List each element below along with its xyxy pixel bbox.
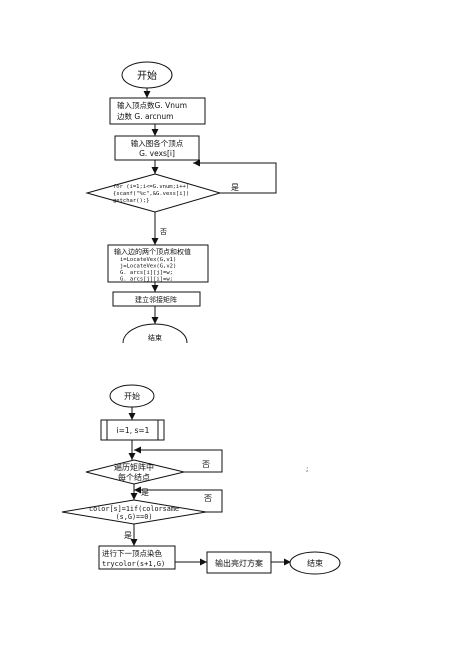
input-edges-line-5: G. arcs[j][i]=w; xyxy=(120,277,173,283)
no-label-2: 否 xyxy=(202,460,210,469)
build-matrix-process: 建立邻接矩阵 xyxy=(112,291,201,307)
loop-code-line-2: {scanf("%c",&G.vexs[i]) xyxy=(113,191,189,197)
yes-label-3: 是 xyxy=(124,531,132,540)
init-process: i=1, s=1 xyxy=(100,419,165,441)
input-edges-line-3: j=LocateVex(G,v2) xyxy=(120,264,176,270)
no-label-1: 否 xyxy=(160,228,167,236)
input-counts-line-2: 边数 G. arcnum xyxy=(117,111,173,121)
traverse-line-2: 每个结点 xyxy=(118,472,150,482)
input-counts-line-1: 输入顶点数G. Vnum xyxy=(117,100,187,110)
loop-decision: for (i=1;i<=G.vnum;i++) {scanf("%c",&G.v… xyxy=(85,173,222,213)
end-terminal-2: 结束 xyxy=(289,551,341,575)
start-label-1: 开始 xyxy=(137,69,157,82)
loop-code-line-3: getchar();} xyxy=(113,198,149,204)
next-vertex-line-2: trycolor(s+1,G) xyxy=(102,560,165,568)
yes-label-1: 是 xyxy=(231,183,239,192)
flowchart-2: 开始 i=1, s=1 遍历矩阵中 每个结点 否 是 color[s]=1if(… xyxy=(61,384,341,575)
loop-back-arrow xyxy=(193,159,277,194)
start-terminal-1: 开始 xyxy=(121,61,173,89)
input-edges-process: 输入边的两个顶点和权值 i=LocateVex(G,v1) j=LocateVe… xyxy=(107,244,209,283)
start-label-2: 开始 xyxy=(124,391,140,401)
next-vertex-line-1: 进行下一顶点染色 xyxy=(102,548,162,558)
stray-mark: ; xyxy=(306,465,308,473)
input-counts-process: 输入顶点数G. Vnum 边数 G. arcnum xyxy=(109,97,206,125)
check-line-2: (s,G)==0) xyxy=(116,513,153,521)
input-vertices-line-1: 输入图各个顶点 xyxy=(131,138,184,148)
traverse-loop-arrow xyxy=(134,446,223,473)
output-scheme-label: 输出亮灯方案 xyxy=(215,558,263,568)
end-label-2: 结束 xyxy=(307,558,323,568)
start-terminal-2: 开始 xyxy=(109,384,155,408)
color-check-decision: color[s]=1if(colorsame (s,G)==0) xyxy=(61,499,207,525)
yes-label-2: 是 xyxy=(141,488,149,497)
input-vertices-process: 输入图各个顶点 G. vexs[i] xyxy=(114,135,200,161)
output-scheme-process: 输出亮灯方案 xyxy=(206,551,272,574)
no-label-3: 否 xyxy=(204,494,212,503)
check-loop-arrow xyxy=(134,486,223,513)
build-matrix-label: 建立邻接矩阵 xyxy=(135,295,177,304)
input-vertices-line-2: G. vexs[i] xyxy=(139,149,175,158)
end-label-1: 结束 xyxy=(148,333,162,342)
input-edges-line-4: G. arcs[i][j]=w; xyxy=(120,270,173,276)
input-edges-line-1: 输入边的两个顶点和权值 xyxy=(114,247,191,256)
loop-code-line-1: for (i=1;i<=G.vnum;i++) xyxy=(113,184,189,190)
check-line-1: color[s]=1if(colorsame xyxy=(89,505,179,513)
flowchart-1: 开始 输入顶点数G. Vnum 边数 G. arcnum 输入图各个顶点 G. … xyxy=(85,61,277,344)
end-terminal-1: 结束 xyxy=(122,323,188,344)
init-label: i=1, s=1 xyxy=(117,426,150,435)
traverse-line-1: 遍历矩阵中 xyxy=(114,462,154,472)
traverse-decision: 遍历矩阵中 每个结点 xyxy=(85,459,185,485)
input-edges-line-2: i=LocateVex(G,v1) xyxy=(120,257,176,263)
next-vertex-process: 进行下一顶点染色 trycolor(s+1,G) xyxy=(98,545,176,570)
